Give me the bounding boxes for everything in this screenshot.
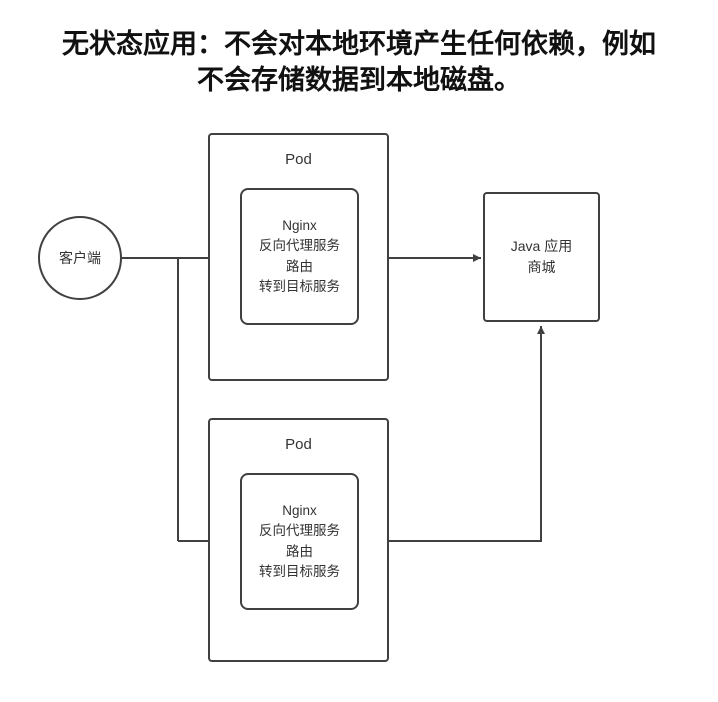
client-node-label: 客户端: [59, 250, 101, 266]
diagram-title: 无状态应用：不会对本地环境产生任何依赖，例如 不会存储数据到本地磁盘。: [0, 26, 718, 99]
nginx-top-line-route: 路由: [286, 258, 313, 274]
nginx-top-box: Nginx 反向代理服务 路由 转到目标服务: [240, 188, 359, 325]
nginx-top-line-name: Nginx: [282, 218, 317, 233]
nginx-top-line-role: 反向代理服务: [259, 238, 340, 254]
client-node: 客户端: [38, 216, 122, 300]
nginx-bottom-line-role: 反向代理服务: [259, 523, 340, 539]
java-app-node: Java 应用 商城: [483, 192, 600, 322]
diagram-title-line2: 不会存储数据到本地磁盘。: [197, 65, 521, 96]
nginx-bottom-line-route: 路由: [286, 543, 313, 559]
diagram-title-line1: 无状态应用：不会对本地环境产生任何依赖，例如: [62, 29, 656, 59]
nginx-bottom-line-name: Nginx: [282, 503, 317, 518]
java-app-line1: Java 应用: [510, 238, 573, 254]
java-app-line2: 商城: [527, 259, 556, 275]
pod-bottom-label: Pod: [285, 436, 312, 453]
nginx-bottom-box: Nginx 反向代理服务 路由 转到目标服务: [240, 473, 359, 610]
nginx-top-line-forward: 转到目标服务: [259, 278, 340, 294]
pod-top-label: Pod: [285, 151, 312, 168]
nginx-bottom-line-forward: 转到目标服务: [259, 563, 340, 579]
